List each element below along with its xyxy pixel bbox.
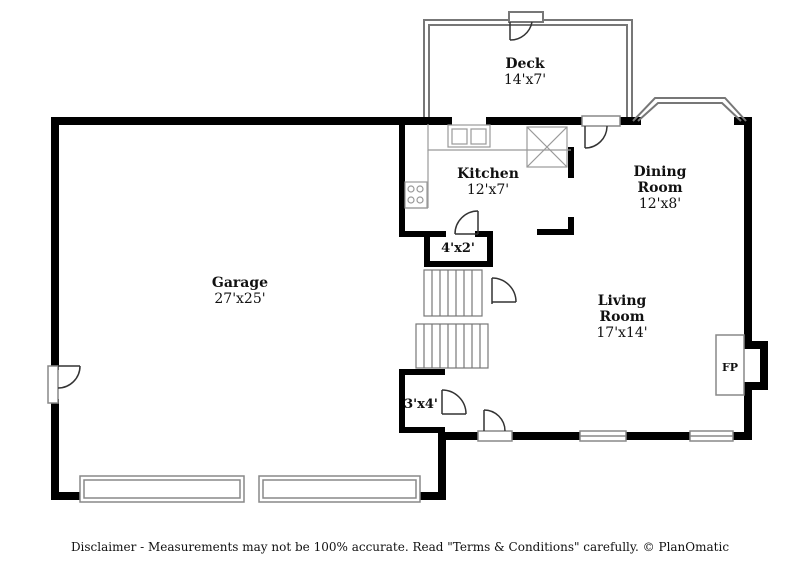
garage-doors [79, 475, 421, 503]
fireplace-text: FP [721, 361, 739, 374]
closet-upper-label: 4'x2' [429, 241, 487, 257]
garage-dims: 27'x25' [214, 291, 266, 307]
living-dims: 17'x14' [596, 325, 648, 341]
stair-door [491, 277, 517, 304]
living-name-line1: Living [597, 293, 647, 309]
stairs [415, 269, 489, 369]
closet-upper-dims: 4'x2' [441, 241, 475, 256]
deck-outline [423, 11, 633, 119]
kitchen-name: Kitchen [457, 166, 519, 182]
disclaimer-text: Disclaimer - Measurements may not be 100… [70, 540, 730, 554]
bay-window [632, 97, 747, 122]
garage-label: Garage 27'x25' [200, 275, 280, 307]
kitchen-dims: 12'x7' [466, 182, 510, 198]
closet-lower-dims: 3'x4' [404, 397, 438, 412]
closet-lower-label: 3'x4' [400, 397, 442, 413]
interior-walls [399, 118, 574, 433]
living-windows [579, 430, 734, 442]
deck-dims: 14'x7' [503, 72, 547, 88]
deck-name: Deck [505, 56, 545, 72]
kitchen-label: Kitchen 12'x7' [448, 166, 528, 198]
fireplace [715, 334, 745, 396]
deck-label: Deck 14'x7' [485, 56, 565, 88]
dining-door [581, 115, 621, 149]
exterior-walls [51, 117, 768, 500]
garage-name: Garage [211, 275, 269, 291]
closet-lower-door [441, 389, 467, 415]
dining-name-line2: Room [637, 180, 683, 196]
dining-label: Dining Room 12'x8' [620, 164, 700, 212]
closet-upper-door [454, 210, 479, 235]
living-label: Living Room 17'x14' [582, 293, 662, 341]
fireplace-label: FP [716, 360, 744, 376]
front-door [477, 409, 513, 442]
living-name-line2: Room [599, 309, 645, 325]
dining-name-line1: Dining [633, 164, 687, 180]
kitchen-counters [404, 124, 571, 209]
dining-dims: 12'x8' [638, 196, 682, 212]
garage-side-door [47, 365, 81, 404]
